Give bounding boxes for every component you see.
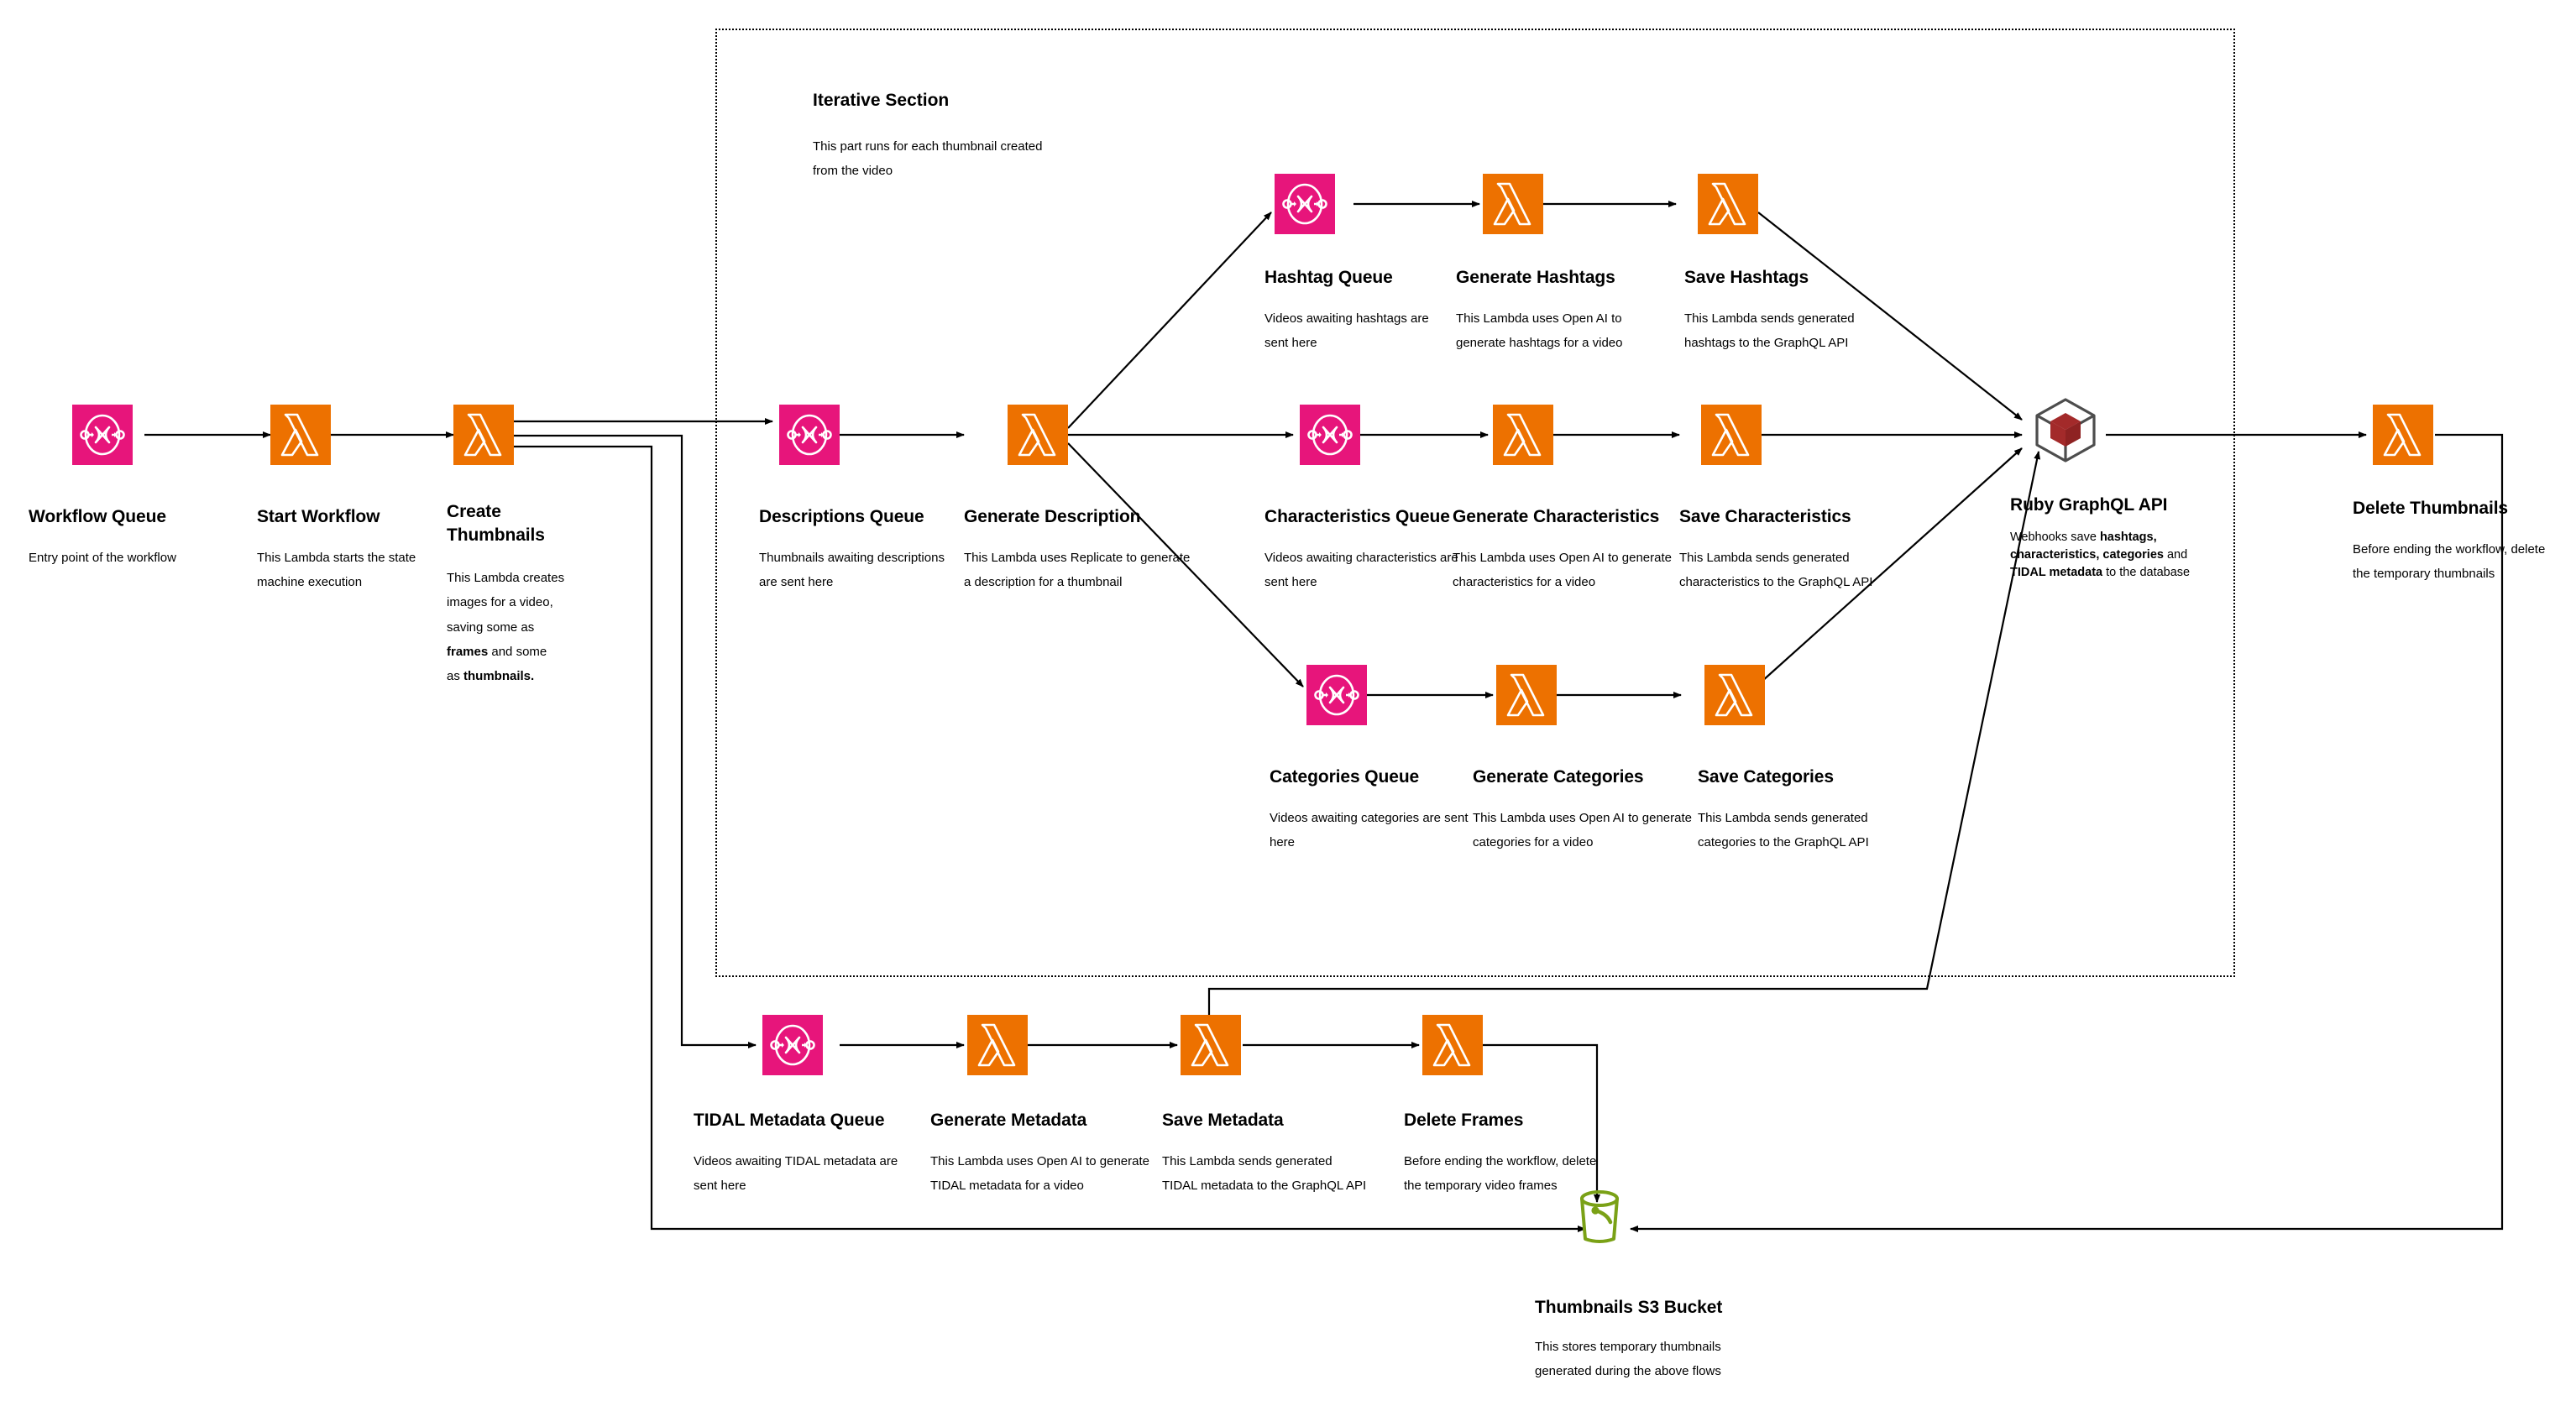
node-description: This Lambda sends generated characterist…	[1679, 551, 1873, 590]
lambda-icon	[1008, 405, 1068, 465]
node-description: Videos awaiting categories are sent here	[1270, 811, 1469, 850]
lambda-icon	[1483, 174, 1543, 234]
node-description: This Lambda uses Replicate to generate a…	[964, 551, 1191, 590]
cube-icon	[2030, 395, 2101, 465]
node-title: Delete Thumbnails	[2353, 499, 2509, 518]
node-title: Save Characteristics	[1679, 507, 1851, 526]
node-description: Videos awaiting characteristics are sent…	[1264, 551, 1458, 590]
lambda-icon	[1422, 1015, 1483, 1075]
lambda-icon	[967, 1015, 1028, 1075]
sqs-queue-icon	[72, 405, 133, 465]
node-title: Hashtag Queue	[1264, 268, 1393, 287]
node-description: This Lambda sends generated categories t…	[1698, 811, 1869, 850]
s3-bucket-icon	[1573, 1189, 1626, 1246]
node-title: Delete Frames	[1404, 1111, 1524, 1130]
node-description: This Lambda uses Open AI to generate TID…	[930, 1154, 1149, 1194]
lambda-icon	[1701, 405, 1762, 465]
lambda-icon	[1496, 665, 1557, 725]
iterative-section-boundary	[715, 29, 2235, 977]
sqs-queue-icon	[1306, 665, 1367, 725]
node-description: Videos awaiting hashtags are sent here	[1264, 311, 1429, 351]
sqs-queue-icon	[1275, 174, 1335, 234]
node-title: Save Metadata	[1162, 1111, 1284, 1130]
node-description: This Lambda uses Open AI to generate cha…	[1453, 551, 1672, 590]
lambda-icon	[1698, 174, 1758, 234]
sqs-queue-icon	[1300, 405, 1360, 465]
node-title: Categories Queue	[1270, 767, 1420, 787]
node-title: Start Workflow	[257, 507, 380, 526]
node-description: This Lambda sends generated TIDAL metada…	[1162, 1154, 1367, 1194]
node-title: TIDAL Metadata Queue	[694, 1111, 885, 1130]
sqs-queue-icon	[779, 405, 840, 465]
node-title: Descriptions Queue	[759, 507, 924, 526]
lambda-icon	[453, 405, 514, 465]
node-title: Workflow Queue	[29, 507, 166, 526]
node-description: Before ending the workflow, delete the t…	[1404, 1154, 1597, 1194]
iterative-section-description: This part runs for each thumbnail create…	[813, 139, 1043, 179]
node-title: Generate Metadata	[930, 1111, 1087, 1130]
lambda-icon	[2373, 405, 2433, 465]
node-title: Characteristics Queue	[1264, 507, 1450, 526]
node-description: This Lambda creates images for a video, …	[447, 571, 565, 683]
node-title: Save Hashtags	[1684, 268, 1809, 287]
node-title: Ruby GraphQL API	[2010, 495, 2168, 515]
node-description: Webhooks save hashtags, characteristics,…	[2010, 531, 2191, 580]
node-description: This Lambda starts the state machine exe…	[257, 551, 416, 590]
node-title: Generate Categories	[1473, 767, 1644, 787]
node-description: This stores temporary thumbnails generat…	[1535, 1340, 1721, 1379]
node-title: Generate Hashtags	[1456, 268, 1615, 287]
node-description: Videos awaiting TIDAL metadata are sent …	[694, 1154, 898, 1194]
lambda-icon	[1704, 665, 1765, 725]
iterative-section-title: Iterative Section	[813, 91, 950, 110]
node-title: Save Categories	[1698, 767, 1834, 787]
node-description: This Lambda uses Open AI to generate cat…	[1473, 811, 1692, 850]
lambda-icon	[1181, 1015, 1241, 1075]
lambda-icon	[1493, 405, 1553, 465]
lambda-icon	[270, 405, 331, 465]
node-description: Entry point of the workflow	[29, 551, 176, 565]
node-title: Thumbnails S3 Bucket	[1535, 1298, 1723, 1317]
node-description: This Lambda uses Open AI to generate has…	[1456, 311, 1623, 351]
node-description: This Lambda sends generated hashtags to …	[1684, 311, 1855, 351]
node-description: Before ending the workflow, delete the t…	[2353, 542, 2546, 582]
node-title: Generate Description	[964, 507, 1141, 526]
node-title: Generate Characteristics	[1453, 507, 1660, 526]
sqs-queue-icon	[762, 1015, 823, 1075]
node-description: Thumbnails awaiting descriptions are sen…	[759, 551, 945, 590]
node-title: Create Thumbnails	[447, 502, 545, 546]
